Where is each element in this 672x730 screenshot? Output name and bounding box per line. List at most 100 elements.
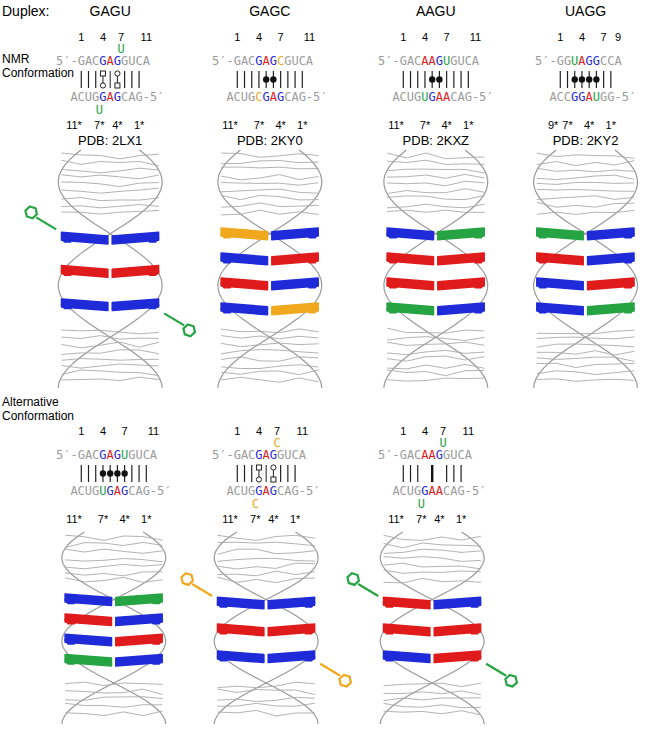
watson-crick-pair <box>280 465 281 482</box>
base-slab <box>268 651 314 663</box>
position-number: 11* <box>222 512 238 527</box>
helix-wire <box>387 196 484 200</box>
helix-wire <box>218 558 315 561</box>
base-slab <box>268 624 314 636</box>
sequence-segment: G <box>436 54 443 69</box>
watson-crick-pair <box>287 465 288 482</box>
sequence-segment: GUCA <box>277 448 306 463</box>
sequence-segment: CCA <box>600 54 622 69</box>
base-ring <box>622 255 634 263</box>
watson-crick-pair <box>294 71 295 88</box>
base-slab <box>221 278 267 290</box>
base-ring <box>622 280 634 288</box>
sequence-segment: GG <box>571 90 585 105</box>
position-number: 11* <box>66 512 82 527</box>
position-number: 11* <box>388 512 404 527</box>
position-number: 7* <box>420 118 430 133</box>
position-number: 11 <box>148 424 159 439</box>
helix-wire <box>387 169 484 173</box>
base-ring <box>537 255 549 263</box>
helix-wire <box>62 175 159 179</box>
base-slab <box>387 228 433 240</box>
sequence-segment: G <box>114 54 121 69</box>
base-ring <box>472 230 484 238</box>
helix-wire <box>537 344 635 347</box>
sequence-segment: A <box>263 54 270 69</box>
helix-wire <box>387 370 484 376</box>
helix-wire <box>65 549 162 553</box>
backbone <box>214 532 318 724</box>
base-slab <box>537 278 583 290</box>
base-slab <box>221 253 267 265</box>
helix-wire <box>384 683 481 686</box>
helix-wire <box>62 364 159 368</box>
imino-pair-dot <box>121 470 127 476</box>
watson-crick-pair <box>237 465 238 482</box>
watson-crick-pair <box>567 71 568 88</box>
helix-wire <box>537 168 635 172</box>
sequence-segment: A <box>578 54 585 69</box>
imino-pair-dot <box>107 470 113 476</box>
base-ring <box>150 636 162 644</box>
helix-wire <box>221 189 318 193</box>
watson-crick-pair <box>610 71 611 88</box>
position-number: 4 <box>579 30 585 45</box>
imino-pair-dot <box>270 76 276 82</box>
base-ring <box>387 255 399 263</box>
helix-wire <box>384 557 481 562</box>
backbone <box>380 532 484 724</box>
bulged-base <box>183 325 195 337</box>
watson-crick-pair <box>446 465 447 482</box>
base-ring <box>537 305 549 313</box>
helix-wire <box>221 210 318 215</box>
sequence-segment: C <box>277 54 284 69</box>
watson-crick-pair <box>453 465 454 482</box>
sequence-segment: ACUG <box>392 484 421 499</box>
position-number: 1* <box>297 118 307 133</box>
bulge-backbone <box>36 217 56 229</box>
rna-model <box>25 150 195 388</box>
watson-crick-pair <box>138 465 139 482</box>
base-ring <box>62 301 74 309</box>
sequence-segment: G <box>114 448 121 463</box>
base-ring <box>472 280 484 288</box>
helix-wire <box>221 175 318 180</box>
helix-wire <box>218 577 315 583</box>
helix-wire <box>387 342 484 345</box>
figure-heading: Duplex: <box>2 4 49 19</box>
base-slab <box>272 228 318 240</box>
position-number: 4* <box>441 118 451 133</box>
helix-wire <box>221 357 318 362</box>
sequence-segment: ACUG <box>70 484 99 499</box>
bulge-backbone <box>192 584 212 596</box>
helix-wire <box>537 189 635 191</box>
helix-wire <box>384 698 481 701</box>
base-slab <box>112 232 158 244</box>
base-ring <box>303 599 315 607</box>
bulge-backbone <box>358 584 378 596</box>
helix-wire <box>384 578 481 583</box>
helix-wire <box>221 350 318 354</box>
helix-wire <box>62 370 159 376</box>
helix-wire <box>387 364 484 369</box>
base-ring <box>469 626 481 634</box>
position-number: 7* <box>416 512 426 527</box>
sequence-segment: A <box>107 54 114 69</box>
watson-crick-pair <box>302 71 303 88</box>
base-ring <box>65 656 77 664</box>
sequence-segment: CAG-5′ <box>277 484 320 499</box>
sequence-segment: 5′-GAC <box>378 54 421 69</box>
sequence-segment: G <box>99 90 106 105</box>
helix-wire <box>65 697 162 701</box>
single-hbond-pair <box>431 465 433 482</box>
base-ring <box>65 636 77 644</box>
sheared-pair-circle <box>100 83 105 88</box>
base-ring <box>150 656 162 664</box>
watson-crick-pair <box>251 465 252 482</box>
bulged-nucleotide: U <box>418 497 425 512</box>
base-slab <box>537 303 583 315</box>
helix-wire <box>65 577 162 582</box>
helix-wire <box>65 542 162 547</box>
sequence-segment: G <box>121 484 128 499</box>
helix-wire <box>387 174 484 178</box>
